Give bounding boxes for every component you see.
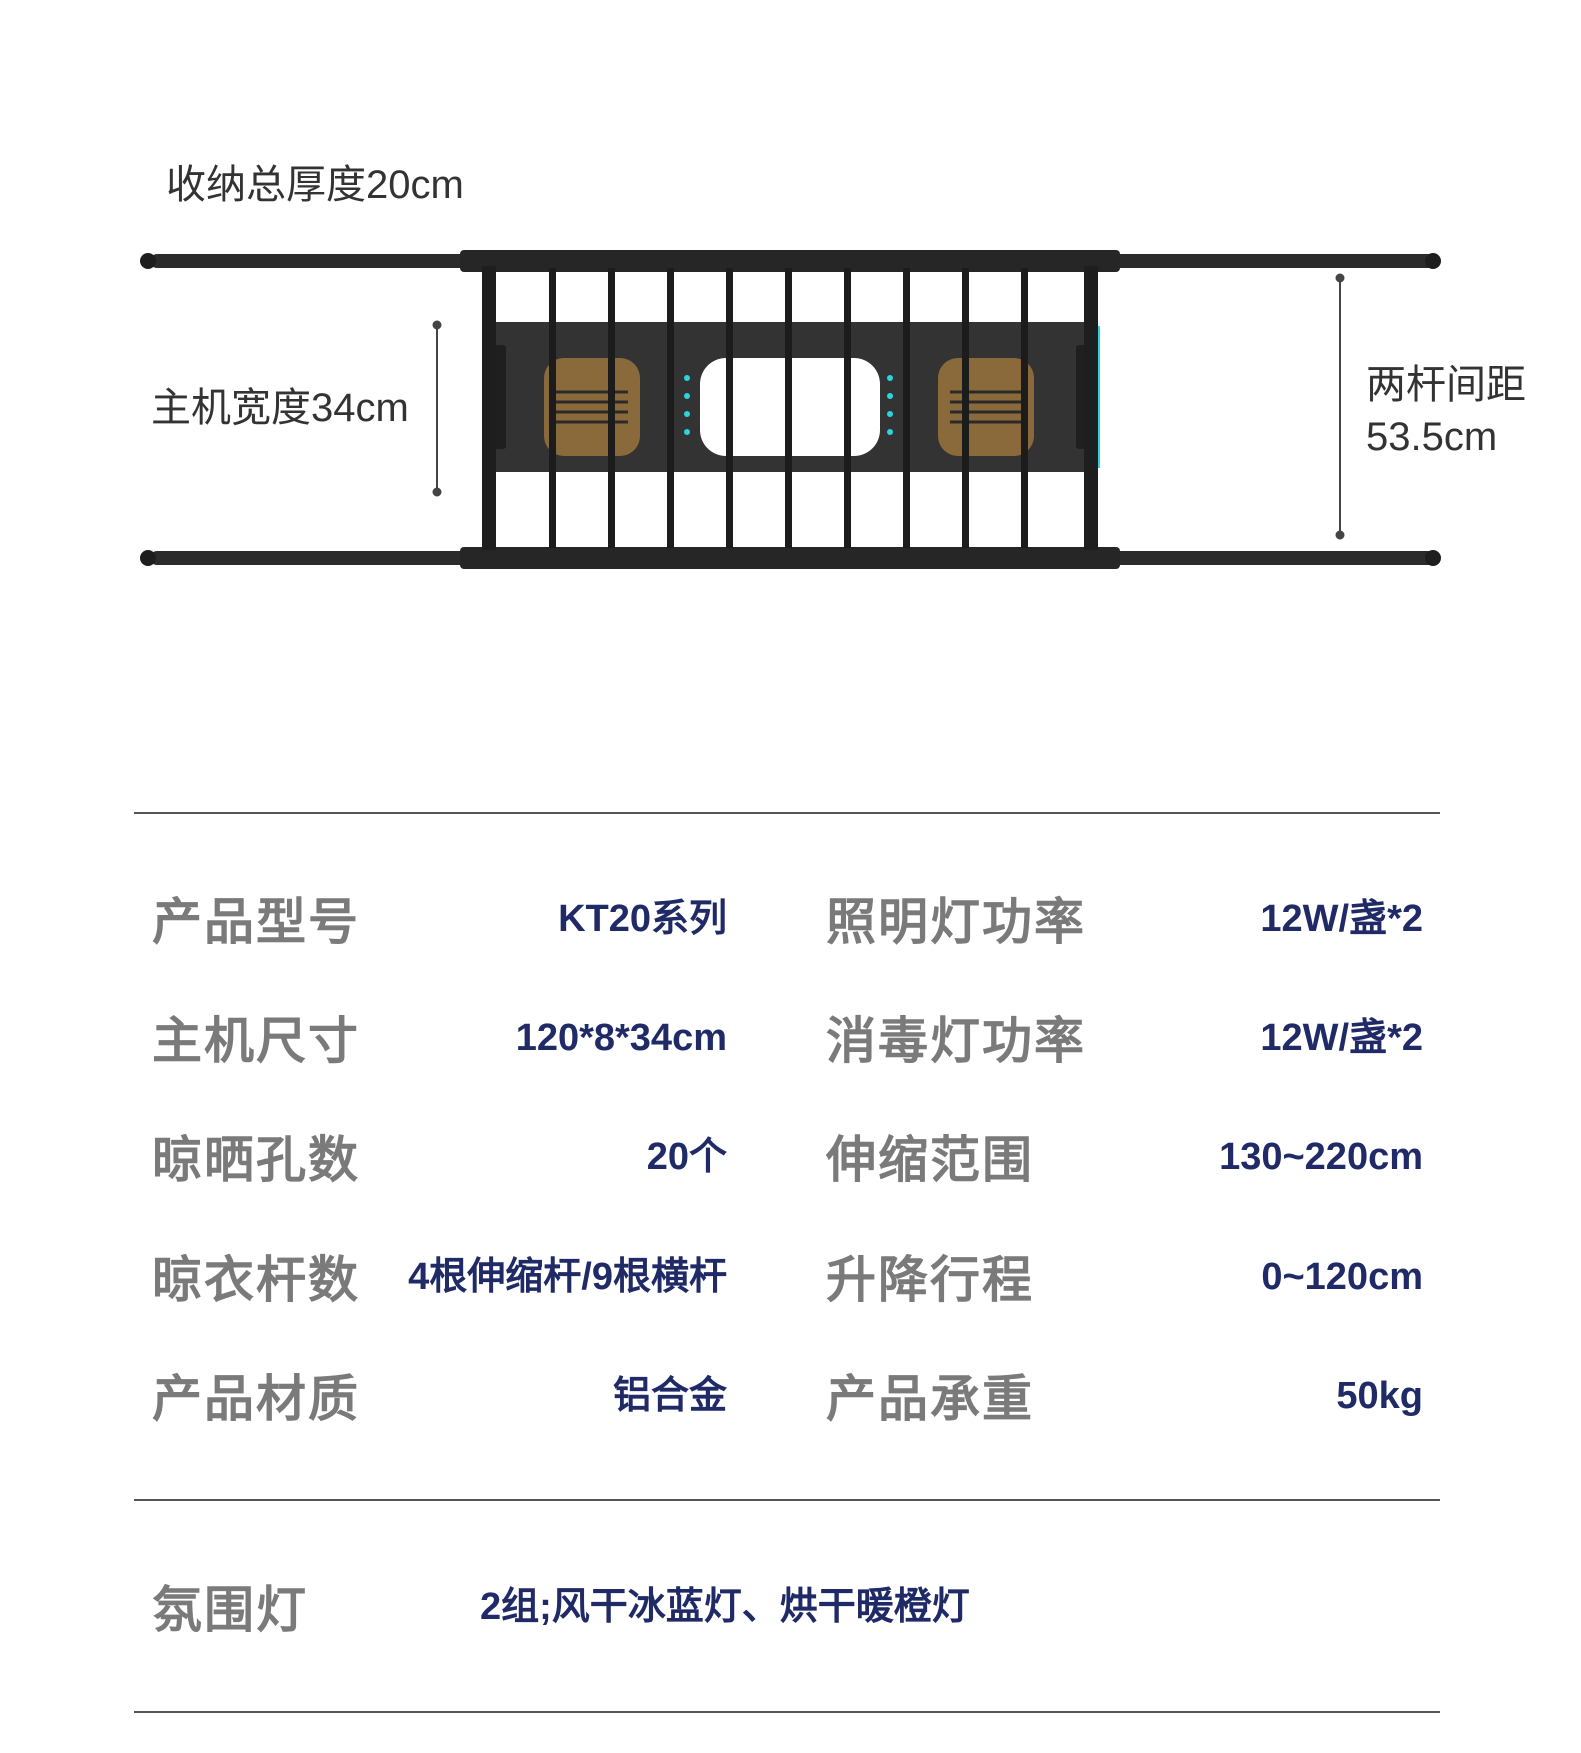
cross-bars [549,268,1028,548]
cross-bar [785,268,792,548]
ambient-light-label: 氛围灯 [152,1582,308,1638]
cross-bar [903,268,910,548]
spec-label-load: 产品承重 [826,1371,1034,1427]
control-indicators [684,375,893,435]
cross-bar [726,268,733,548]
cross-bar [962,268,969,548]
ambient-light-value: 2组;风干冰蓝灯、烘干暖橙灯 [480,1586,970,1628]
spec-value-telescopic-range: 130~220cm [1219,1136,1423,1178]
spec-label-drying-holes: 晾晒孔数 [152,1132,360,1188]
spec-value-lift-stroke: 0~120cm [1261,1256,1423,1298]
thickness-label: 收纳总厚度20cm [166,163,464,207]
spec-label-lift-stroke: 升降行程 [826,1252,1034,1308]
spec-value-lighting-power: 12W/盏*2 [1260,898,1423,940]
cross-bar [549,268,556,548]
top-telescopic-rod [140,250,1441,272]
frame-posts [482,266,1098,550]
right-fan [938,358,1034,456]
host-width-label: 主机宽度34cm [151,386,409,430]
spec-value-rod-count: 4根伸缩杆/9根横杆 [408,1256,727,1298]
rod-gap-label-line1: 两杆间距 [1366,363,1526,407]
spec-label-lighting-power: 照明灯功率 [826,894,1086,950]
drying-rack-illustration [140,250,1441,569]
cross-bar [608,268,615,548]
spec-value-load: 50kg [1336,1375,1423,1417]
divider-middle [134,1499,1440,1501]
spec-label-rod-count: 晾衣杆数 [152,1252,360,1308]
divider-top [134,812,1440,814]
spec-label-model: 产品型号 [152,894,360,950]
spec-label-host-size: 主机尺寸 [152,1013,360,1069]
rod-gap-dimension-line [1335,273,1345,540]
spec-label-telescopic-range: 伸缩范围 [826,1132,1034,1188]
spec-value-disinfect-power: 12W/盏*2 [1260,1017,1423,1059]
spec-value-drying-holes: 20个 [646,1136,727,1178]
cross-bar [1021,268,1028,548]
spec-value-host-size: 120*8*34cm [515,1017,727,1059]
left-fan [544,358,640,456]
cross-bar [844,268,851,548]
spec-label-disinfect-power: 消毒灯功率 [826,1013,1086,1069]
spec-value-model: KT20系列 [558,898,727,940]
rod-gap-label-line2: 53.5cm [1366,415,1498,459]
divider-bottom [134,1711,1440,1713]
host-width-dimension-line [432,320,442,497]
spec-value-material: 铝合金 [612,1375,727,1417]
spec-label-material: 产品材质 [152,1371,360,1427]
bottom-telescopic-rod [140,547,1441,569]
product-top-view-diagram: 收纳总厚度20cm 主机宽度34cm 两杆间距 53.5cm [0,0,1581,640]
cross-bar [667,268,674,548]
